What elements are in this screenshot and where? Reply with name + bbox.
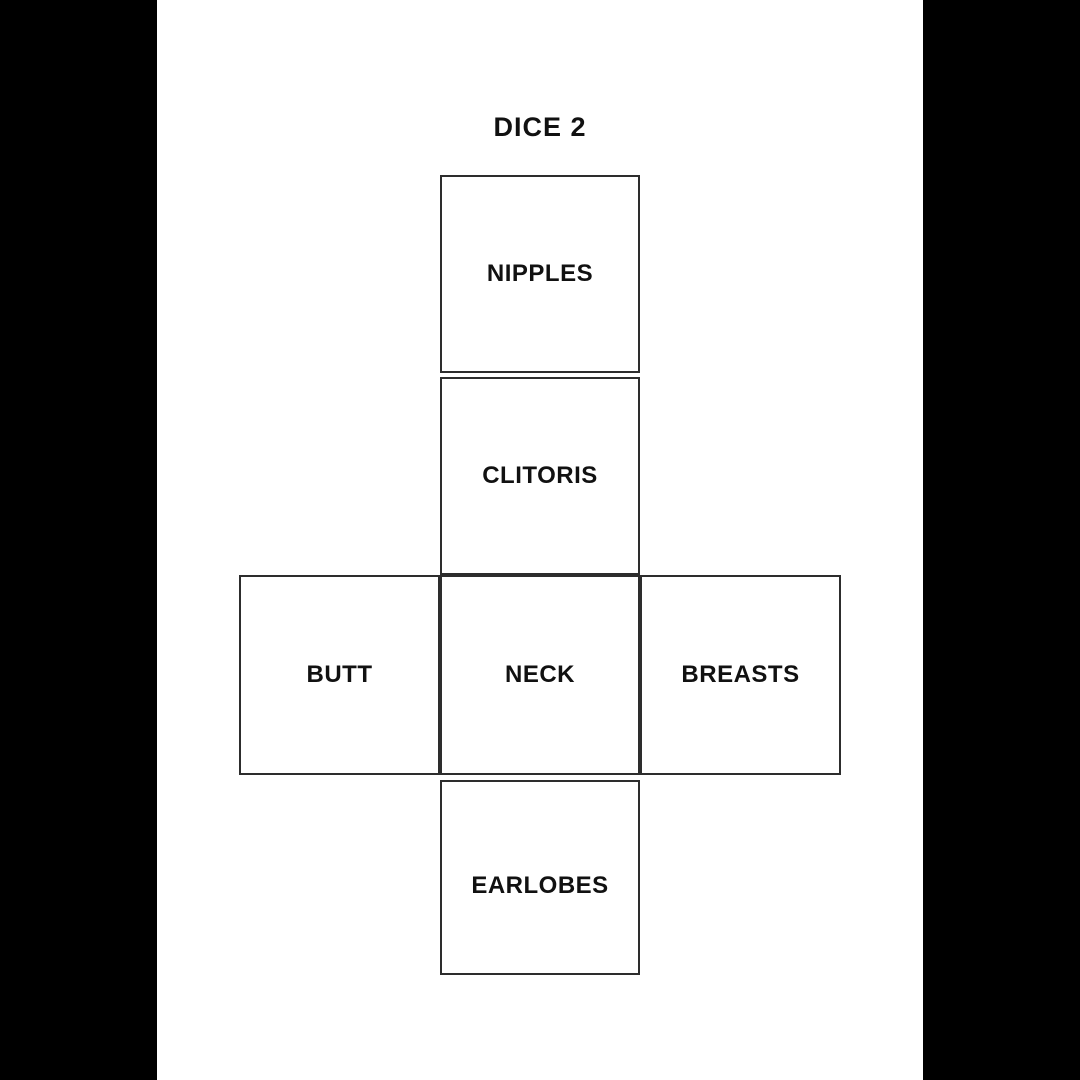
dice-face-earlobes: EARLOBES xyxy=(440,780,640,975)
dice-face-label: NIPPLES xyxy=(486,260,594,287)
dice-face-nipples: NIPPLES xyxy=(440,175,640,373)
dice-face-neck: NECK xyxy=(440,575,640,775)
dice-face-clitoris: CLITORIS xyxy=(440,377,640,575)
dice-face-label: CLITORIS xyxy=(482,462,598,489)
dice-face-breasts: BREASTS xyxy=(640,575,841,775)
dice-face-label: BUTT xyxy=(306,661,373,688)
dice-face-butt: BUTT xyxy=(239,575,440,775)
right-black-bar xyxy=(923,0,1080,1080)
dice-face-label: BREASTS xyxy=(681,661,800,688)
page-title: DICE 2 xyxy=(493,112,587,142)
left-black-bar xyxy=(0,0,157,1080)
dice-face-label: NECK xyxy=(504,661,575,688)
dice-face-label: EARLOBES xyxy=(471,871,609,899)
